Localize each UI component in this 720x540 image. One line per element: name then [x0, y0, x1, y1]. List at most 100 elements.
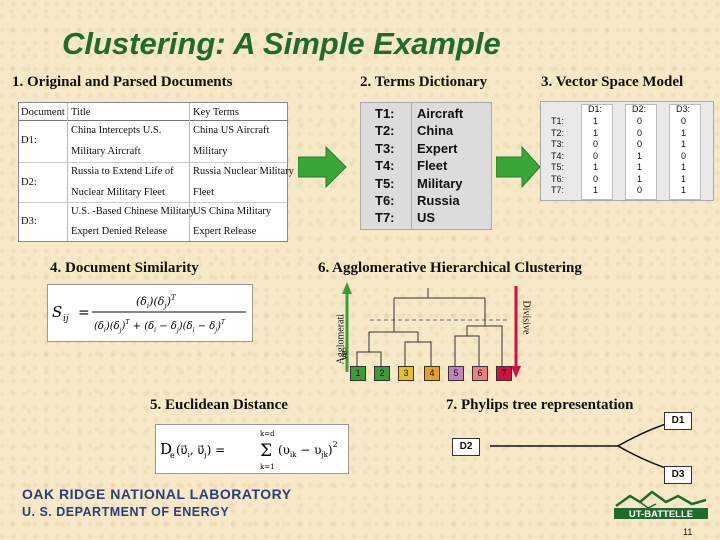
- doc-title-cell: Military Aircraft: [71, 146, 141, 157]
- doc-title-cell: Expert Denied Release: [71, 226, 168, 237]
- header-key-terms: Key Terms: [193, 107, 240, 118]
- doc-title-cell: U.S. -Based Chinese Military: [71, 206, 195, 217]
- svg-text:(υ⃗i, υ⃗j) =: (υ⃗i, υ⃗j) =: [176, 443, 225, 459]
- dendrogram-leaf: 5: [448, 366, 464, 381]
- term-name: Russia: [417, 193, 460, 208]
- divisive-label-text: Divisive: [520, 300, 532, 335]
- vector-cell: 0: [593, 150, 599, 161]
- vector-cell: 1: [637, 173, 643, 184]
- vector-cell: 1: [681, 185, 687, 195]
- term-row: T5: Military: [361, 175, 491, 192]
- dendrogram-leaf: 6: [472, 366, 488, 381]
- vector-cell: 0: [637, 185, 643, 195]
- dendrogram-leaf-label: 2: [379, 368, 385, 378]
- term-row: T1: Aircraft: [361, 105, 491, 122]
- vector-cell: 1: [681, 173, 687, 184]
- dendrogram-leaf-label: 7: [501, 368, 507, 378]
- vector-column-d1: [581, 104, 613, 200]
- arrow-right-icon: [298, 145, 347, 189]
- dendrogram-leaf: 3: [398, 366, 414, 381]
- vector-column-d3: [669, 104, 701, 200]
- term-name: US: [417, 210, 436, 225]
- logo-text: UT-BATTELLE: [629, 509, 693, 520]
- term-name: Military: [417, 176, 463, 191]
- header-title: Title: [71, 107, 91, 118]
- vector-cell: 1: [637, 150, 643, 161]
- column-divider-2: [189, 103, 190, 241]
- svg-text:(υik − υjk)2: (υik − υjk)2: [278, 440, 338, 459]
- doc-keys-cell: Expert Release: [193, 226, 257, 237]
- vector-row-label: T2:: [551, 127, 565, 138]
- doc-title-cell: Nuclear Military Fleet: [71, 187, 165, 198]
- vector-cell: 0: [593, 173, 599, 184]
- section-euclidean-distance: 5. Euclidean Distance: [150, 397, 288, 413]
- vector-cell: 0: [681, 150, 687, 161]
- formula-lhs-subscript: ij: [63, 314, 69, 324]
- documents-table-header: Document Title Key Terms: [19, 107, 287, 121]
- vector-cell: 0: [637, 116, 643, 126]
- section-phylips-tree: 7. Phylips tree representation: [446, 397, 634, 413]
- term-row: T7:US: [361, 209, 491, 226]
- terms-dictionary: T1:Aircraft T2:China T3:Expert T4:Fleet …: [360, 102, 492, 230]
- doc-keys-cell: Russia Nuclear Military: [193, 166, 294, 177]
- term-row: T3:Expert: [361, 140, 491, 157]
- dendrogram-panel: Agglomerati ve Divisive: [330, 280, 540, 384]
- vector-column-header: D3:: [676, 104, 691, 114]
- vector-column-header: D1:: [588, 104, 603, 114]
- section-terms-dictionary: 2. Terms Dictionary: [360, 74, 488, 90]
- header-divider: [19, 120, 287, 121]
- section-original-documents: 1. Original and Parsed Documents: [12, 74, 233, 90]
- section-vector-space-model: 3. Vector Space Model: [541, 74, 684, 90]
- dendrogram-leaf: 2: [374, 366, 390, 381]
- doc-keys-cell: Fleet: [193, 187, 214, 198]
- page-number: 11: [683, 527, 693, 537]
- similarity-formula-graphic: S ij = (δi)(δj)T (δi)(δj)T + (δi − δj)(δ…: [52, 294, 246, 334]
- svg-text:e: e: [170, 451, 175, 460]
- dendrogram-leaf-label: 4: [429, 368, 435, 378]
- term-id: T1:: [375, 106, 395, 121]
- vector-column-d2: [625, 104, 657, 200]
- phylip-node-d1: D1: [664, 412, 692, 430]
- agglomerative-label-suffix: ve: [339, 346, 356, 366]
- term-id: T6:: [375, 193, 395, 208]
- dendrogram-leaf: 1: [350, 366, 366, 381]
- doc-keys-cell: US China Military: [193, 206, 272, 217]
- vector-row-label: T5:: [551, 162, 565, 172]
- term-name: Fleet: [417, 158, 448, 173]
- vector-cell: 0: [681, 116, 687, 126]
- row-divider: [19, 162, 287, 163]
- vector-cell: 1: [593, 116, 599, 126]
- vector-cell: 1: [593, 162, 599, 172]
- section-hierarchical-clustering: 6. Agglomerative Hierarchical Clustering: [318, 260, 582, 276]
- vector-cell: 1: [593, 127, 599, 138]
- header-document: Document: [21, 107, 65, 118]
- term-name: China: [417, 123, 454, 138]
- svg-text:(δi)(δj)T + (δi − δj)(δi − δj): (δi)(δj)T + (δi − δj)(δi − δj)T: [94, 319, 226, 334]
- doc-id-cell: D2:: [21, 177, 37, 188]
- department-name: U. S. DEPARTMENT OF ENERGY: [22, 505, 230, 519]
- dendrogram-leaf: 7: [496, 366, 512, 381]
- vector-row-label: T7:: [551, 185, 565, 195]
- doc-keys-cell: Military: [193, 146, 228, 157]
- vector-cell: 1: [681, 139, 687, 149]
- vector-row-label: T1:: [551, 116, 565, 126]
- svg-text:=: =: [78, 305, 90, 321]
- lab-name: OAK RIDGE NATIONAL LABORATORY: [22, 486, 292, 502]
- formula-lhs: S: [52, 303, 62, 321]
- section-document-similarity: 4. Document Similarity: [50, 260, 199, 276]
- doc-keys-cell: China US Aircraft: [193, 125, 270, 136]
- dendrogram-graphic: [342, 282, 521, 378]
- euclidean-formula: D e (υ⃗i, υ⃗j) = k=d Σ k=1 (υik − υjk)2: [155, 424, 349, 474]
- vector-cell: 0: [637, 139, 643, 149]
- euclid-lhs: D: [160, 440, 172, 458]
- term-id: T5:: [375, 176, 395, 191]
- doc-id-cell: D1:: [21, 135, 37, 146]
- dendrogram-leaf: 4: [424, 366, 440, 381]
- vector-column-header: D2:: [632, 104, 647, 114]
- doc-title-cell: Russia to Extend Life of: [71, 166, 174, 177]
- phylip-node-d3: D3: [664, 466, 692, 484]
- term-name: Aircraft: [417, 106, 464, 121]
- vector-row-label: T4:: [551, 150, 565, 161]
